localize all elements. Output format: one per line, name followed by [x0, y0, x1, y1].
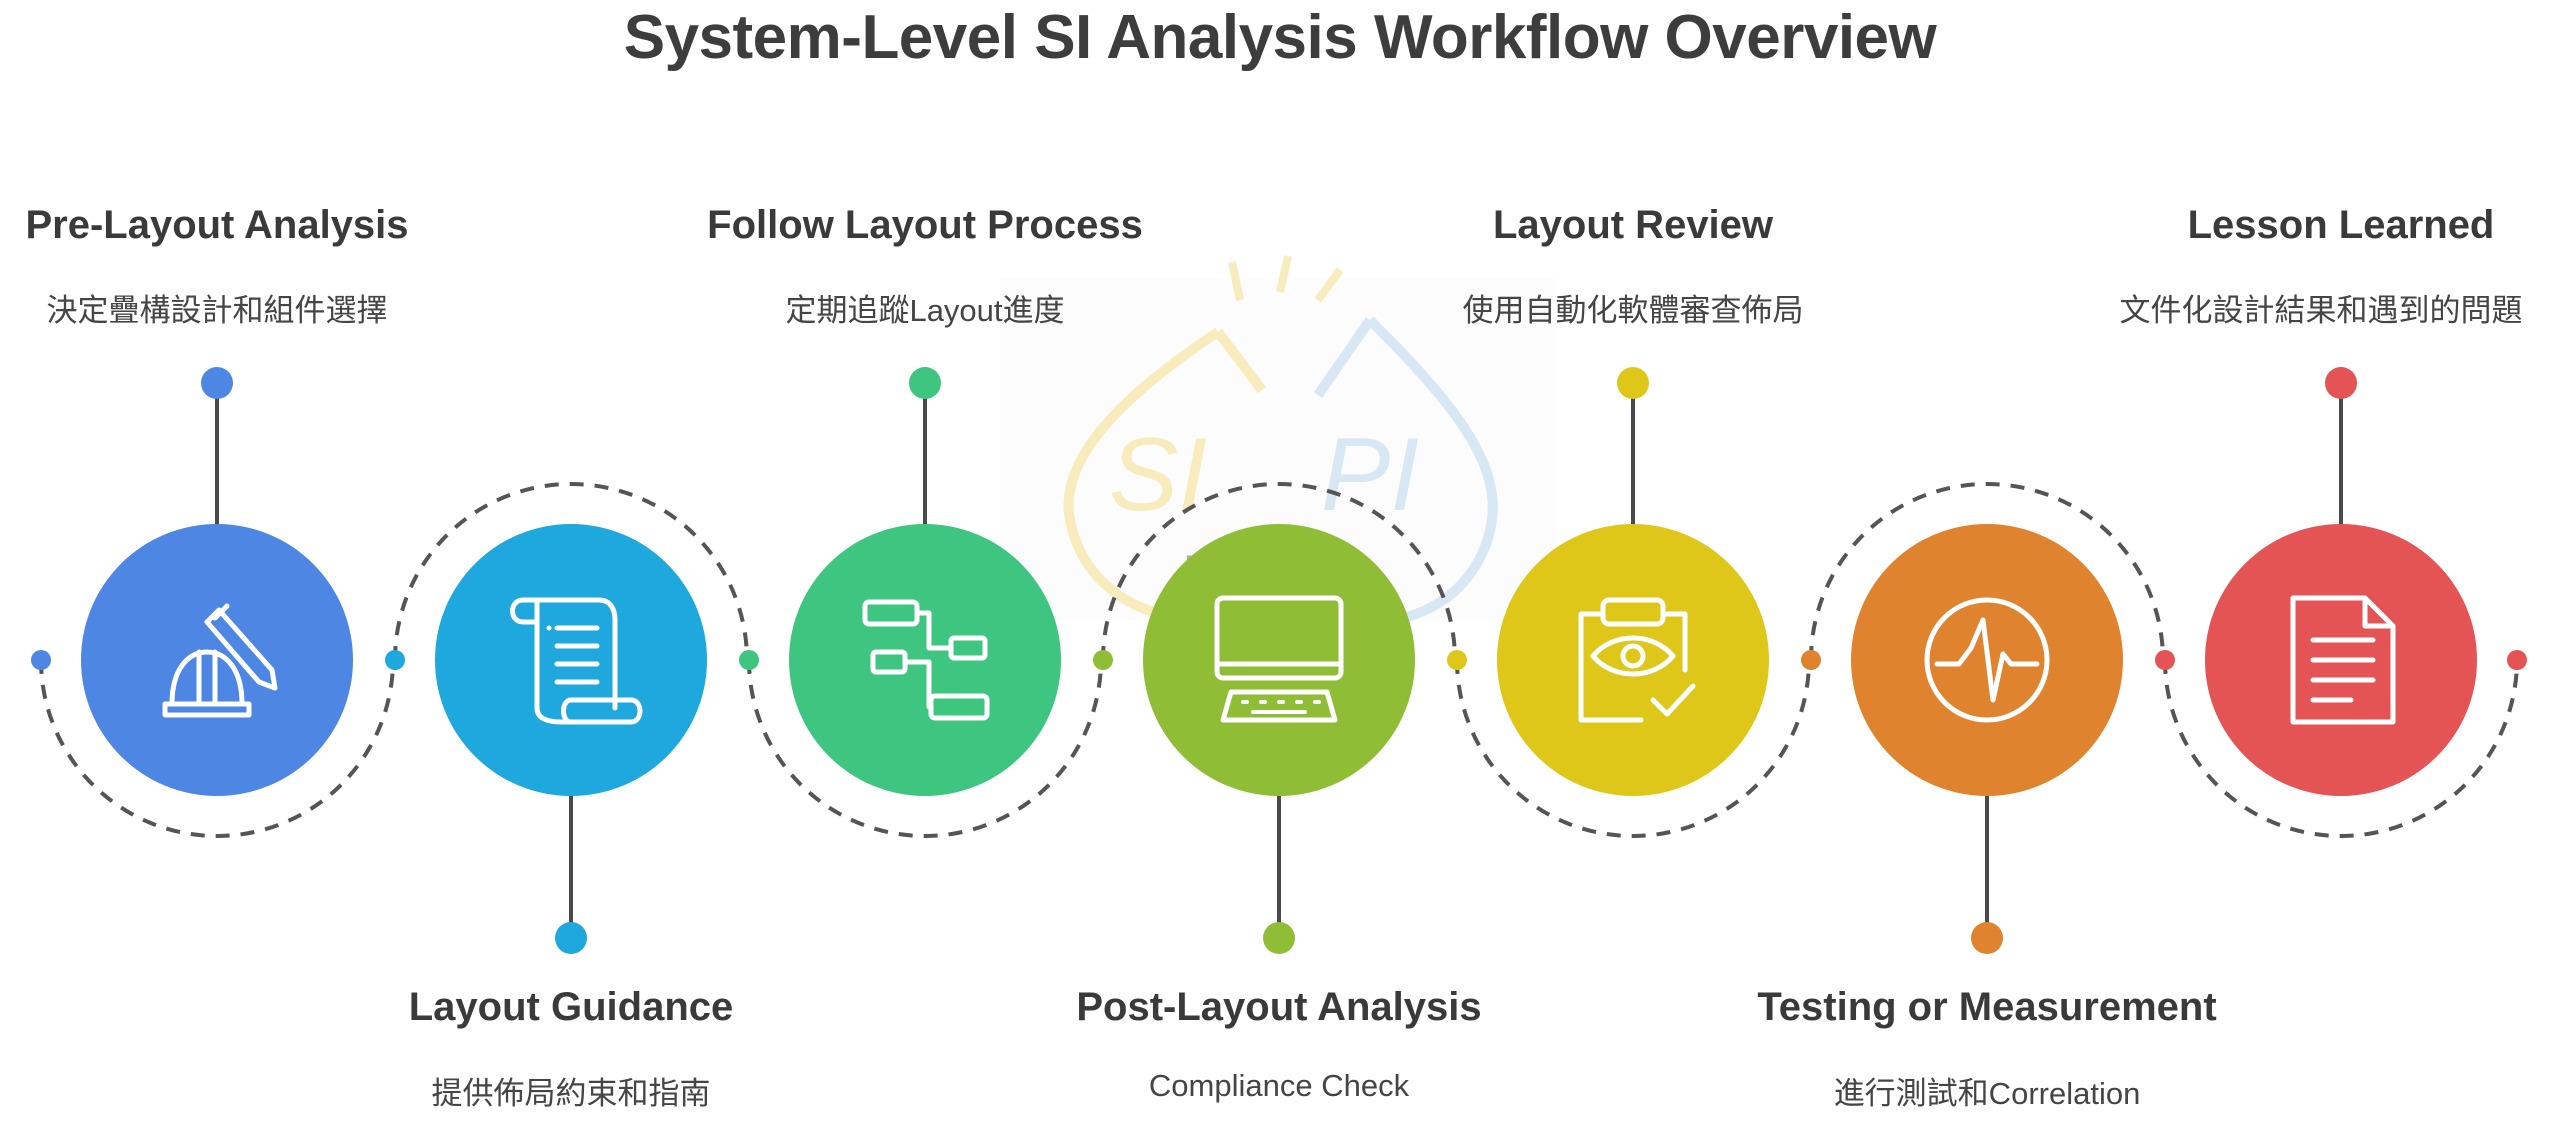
step-title-1: Pre-Layout Analysis	[25, 203, 409, 247]
step-end-dot	[909, 367, 941, 399]
connector-arc	[1455, 659, 1811, 838]
junction-dot	[1801, 650, 1821, 670]
step-title-6: Testing or Measurement	[1757, 985, 2217, 1029]
helmet-pencil-icon	[162, 603, 278, 718]
step-desc-4: Compliance Check	[1148, 1068, 1410, 1103]
connector-arc	[2163, 659, 2519, 838]
junction-dot	[385, 650, 405, 670]
step-end-dot	[201, 367, 233, 399]
step-desc-2: 提供佈局約束和指南	[431, 1076, 711, 1111]
step-desc-7: 文件化設計結果和遇到的問題	[2119, 293, 2523, 328]
step-title-7: Lesson Learned	[2187, 203, 2495, 247]
step-circle-5	[1497, 524, 1769, 796]
junction-dot	[2507, 650, 2527, 670]
step-end-dot	[1263, 922, 1295, 954]
connector-arc	[393, 482, 749, 661]
computer-icon	[1214, 595, 1344, 723]
step-title-2: Layout Guidance	[408, 985, 734, 1029]
step-desc-3: 定期追蹤Layout進度	[785, 293, 1065, 328]
step-title-3: Follow Layout Process	[707, 203, 1143, 247]
step-circle-4	[1143, 524, 1415, 796]
connector-arc	[1101, 482, 1457, 661]
junction-dot	[1447, 650, 1467, 670]
junction-dot	[1093, 650, 1113, 670]
watermark-pi: PI	[1321, 417, 1419, 533]
step-title-4: Post-Layout Analysis	[1076, 985, 1482, 1029]
connector-arc	[39, 659, 395, 838]
waveform-icon	[1924, 597, 2050, 723]
page-title: System-Level SI Analysis Workflow Overvi…	[623, 3, 1937, 72]
step-desc-6: 進行測試和Correlation	[1833, 1076, 2141, 1111]
junction-dot	[31, 650, 51, 670]
junction-dot	[739, 650, 759, 670]
scroll-icon	[510, 597, 643, 725]
step-end-dot	[1971, 922, 2003, 954]
junction-dot	[2155, 650, 2175, 670]
clipboard-eye-icon	[1578, 597, 1696, 723]
step-end-dot	[2325, 367, 2357, 399]
step-circle-2	[435, 524, 707, 796]
step-end-dot	[555, 922, 587, 954]
step-title-5: Layout Review	[1492, 203, 1774, 247]
flowchart-icon	[862, 599, 990, 721]
step-end-dot	[1617, 367, 1649, 399]
connector-arc	[1809, 482, 2165, 661]
connector-arc	[747, 659, 1103, 838]
document-icon	[2290, 595, 2396, 725]
step-desc-1: 決定疊構設計和組件選擇	[46, 293, 388, 328]
step-desc-5: 使用自動化軟體審查佈局	[1462, 293, 1804, 328]
watermark-si: SI	[1109, 417, 1207, 533]
